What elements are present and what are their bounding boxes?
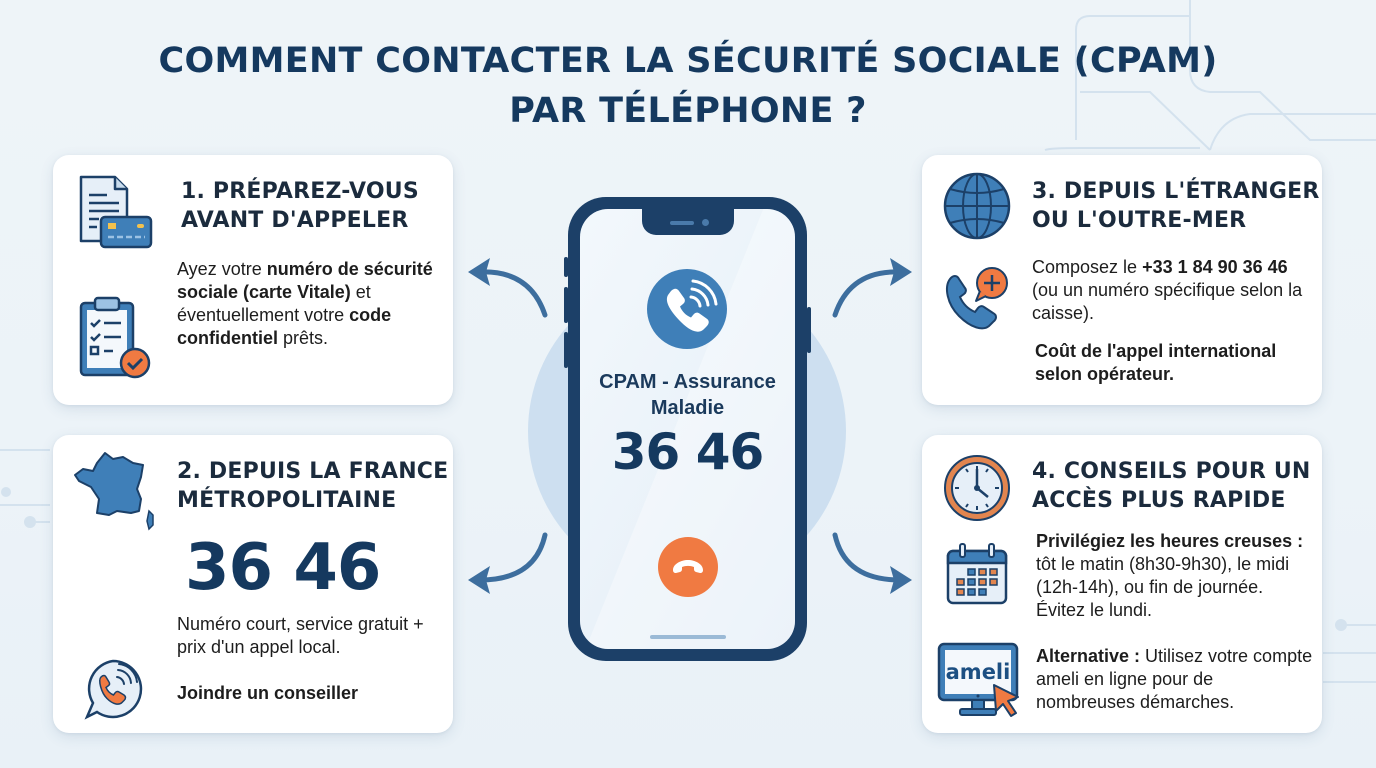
card-title: 2. DEPUIS LA FRANCE MÉTROPOLITAINE (177, 459, 449, 513)
card-description: Composez le +33 1 84 90 36 46 (ou un num… (1032, 257, 1303, 323)
title-line-2: PAR TÉLÉPHONE ? (509, 91, 867, 131)
tip-off-peak-hours: Privilégiez les heures creuses : tôt le … (1036, 531, 1304, 620)
title-line-1: COMMENT CONTACTER LA SÉCURITÉ SOCIALE (C… (158, 41, 1218, 81)
card-france: 2. DEPUIS LA FRANCE MÉTROPOLITAINE 36 46… (53, 435, 453, 733)
phone-screen: CPAM - Assurance Maladie 36 46 (580, 209, 795, 649)
card-title: 4. CONSEILS POUR UN ACCÈS PLUS RAPIDE (1032, 459, 1311, 513)
international-phone-number: +33 1 84 90 36 46 (1142, 257, 1288, 277)
document-card-icon (79, 175, 153, 249)
card-title: 3. DEPUIS L'ÉTRANGER OU L'OUTRE-MER (1032, 179, 1320, 233)
phone-ringing-icon (647, 269, 727, 349)
globe-icon (943, 172, 1011, 240)
svg-text:ameli: ameli (946, 660, 1011, 684)
side-button (807, 307, 811, 353)
card-prepare: 1. PRÉPAREZ-VOUS AVANT D'APPELER Ayez vo… (53, 155, 453, 405)
hang-up-icon (673, 560, 703, 573)
page-title: COMMENT CONTACTER LA SÉCURITÉ SOCIALE (C… (0, 36, 1376, 136)
card-tips: ameli 4. CONSEILS POUR UN ACCÈS PLUS RAP… (922, 435, 1322, 733)
home-indicator (650, 635, 726, 639)
cost-note: Coût de l'appel international selon opér… (1035, 341, 1277, 384)
tip-ameli-alternative: Alternative : Utilisez votre compte amel… (1036, 646, 1313, 712)
card-description: Ayez votre numéro de sécurité sociale (c… (177, 259, 433, 348)
arrow-to-card-3-icon (832, 258, 912, 318)
card-abroad: 3. DEPUIS L'ÉTRANGER OU L'OUTRE-MER Comp… (922, 155, 1322, 405)
ameli-computer-icon: ameli (937, 642, 1019, 717)
arrow-to-card-4-icon (832, 532, 912, 594)
france-phone-number: 36 46 (185, 531, 381, 605)
caller-name: CPAM - Assurance Maladie (599, 371, 776, 419)
checklist-icon (79, 296, 151, 379)
france-map-icon (74, 452, 154, 531)
clock-icon (944, 455, 1010, 521)
contact-advisor-link[interactable]: Joindre un conseiller (177, 683, 359, 703)
side-button (564, 257, 568, 277)
calendar-icon (946, 543, 1008, 605)
side-button (564, 332, 568, 368)
card-description: Numéro court, service gratuit + prix d'u… (177, 614, 424, 657)
phone-plus-icon (946, 267, 1008, 330)
hang-up-button[interactable] (658, 537, 718, 597)
smartphone-illustration: CPAM - Assurance Maladie 36 46 (564, 197, 811, 661)
arrow-to-card-1-icon (468, 258, 548, 318)
arrow-to-card-2-icon (468, 532, 548, 594)
phone-chat-icon (84, 659, 143, 720)
card-title: 1. PRÉPAREZ-VOUS AVANT D'APPELER (181, 179, 419, 233)
side-button (564, 287, 568, 323)
phone-number: 36 46 (611, 423, 765, 481)
phone-notch (642, 209, 734, 235)
